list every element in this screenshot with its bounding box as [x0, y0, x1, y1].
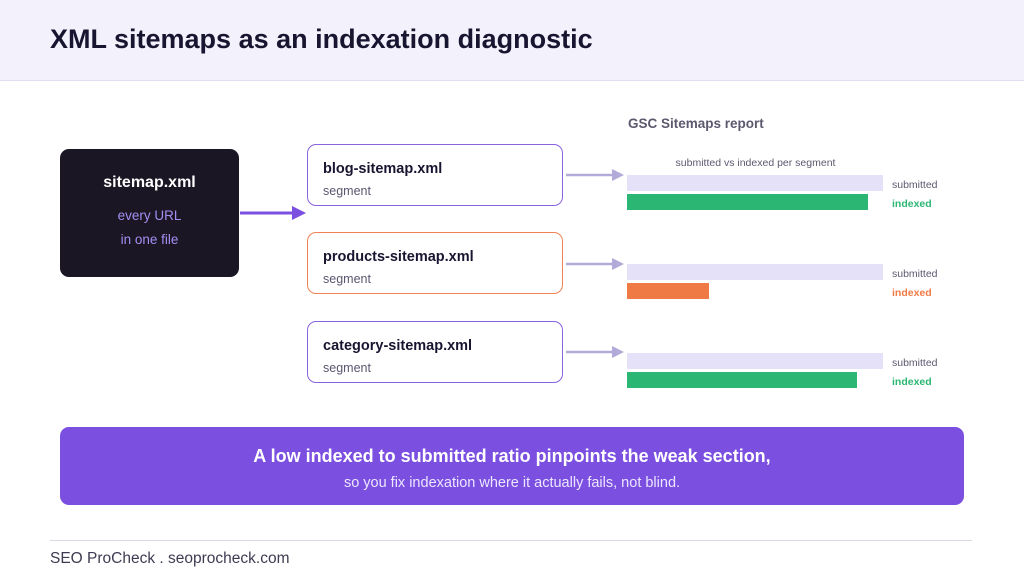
arrow-right-icon [566, 169, 624, 181]
segment-name: category-sitemap.xml [323, 338, 473, 354]
source-sitemap-line-1: every URL [117, 208, 182, 223]
callout-subline: so you fix indexation where it actually … [343, 475, 681, 491]
arrow-right-icon [566, 258, 624, 270]
segment-name: blog-sitemap.xml [323, 161, 443, 177]
indexed-bar-category [627, 372, 857, 388]
report-subtitle: submitted vs indexed per segment [675, 157, 836, 169]
segment-label: segment [323, 361, 371, 375]
source-sitemap-line-2: in one file [120, 232, 179, 247]
submitted-bar-category [627, 353, 883, 369]
arrow-right-icon [566, 346, 624, 358]
indexed-label: indexed [892, 287, 932, 299]
segment-card-products: products-sitemap.xml segment [307, 232, 563, 294]
submitted-label: submitted [892, 179, 938, 191]
source-sitemap-card: sitemap.xml every URL in one file [60, 149, 239, 277]
header: XML sitemaps as an indexation diagnostic [0, 0, 1024, 81]
segment-label: segment [323, 184, 371, 198]
segment-card-blog: blog-sitemap.xml segment [307, 144, 563, 206]
submitted-label: submitted [892, 357, 938, 369]
insight-callout: A low indexed to submitted ratio pinpoin… [60, 427, 964, 505]
submitted-label: submitted [892, 268, 938, 280]
indexed-bar-products [627, 283, 709, 299]
segment-label: segment [323, 272, 371, 286]
indexed-bar-blog [627, 194, 868, 210]
footer-divider [50, 540, 972, 541]
segment-card-category: category-sitemap.xml segment [307, 321, 563, 383]
source-sitemap-name: sitemap.xml [103, 174, 196, 191]
submitted-bar-products [627, 264, 883, 280]
split-arrow-icon [240, 206, 306, 220]
indexed-label: indexed [892, 198, 932, 210]
indexed-label: indexed [892, 376, 932, 388]
callout-headline: A low indexed to submitted ratio pinpoin… [253, 446, 771, 466]
segment-name: products-sitemap.xml [323, 249, 474, 265]
footer-credit: SEO ProCheck . seoprocheck.com [50, 550, 290, 567]
submitted-bar-blog [627, 175, 883, 191]
page-title: XML sitemaps as an indexation diagnostic [50, 24, 593, 54]
report-title: GSC Sitemaps report [628, 116, 764, 131]
